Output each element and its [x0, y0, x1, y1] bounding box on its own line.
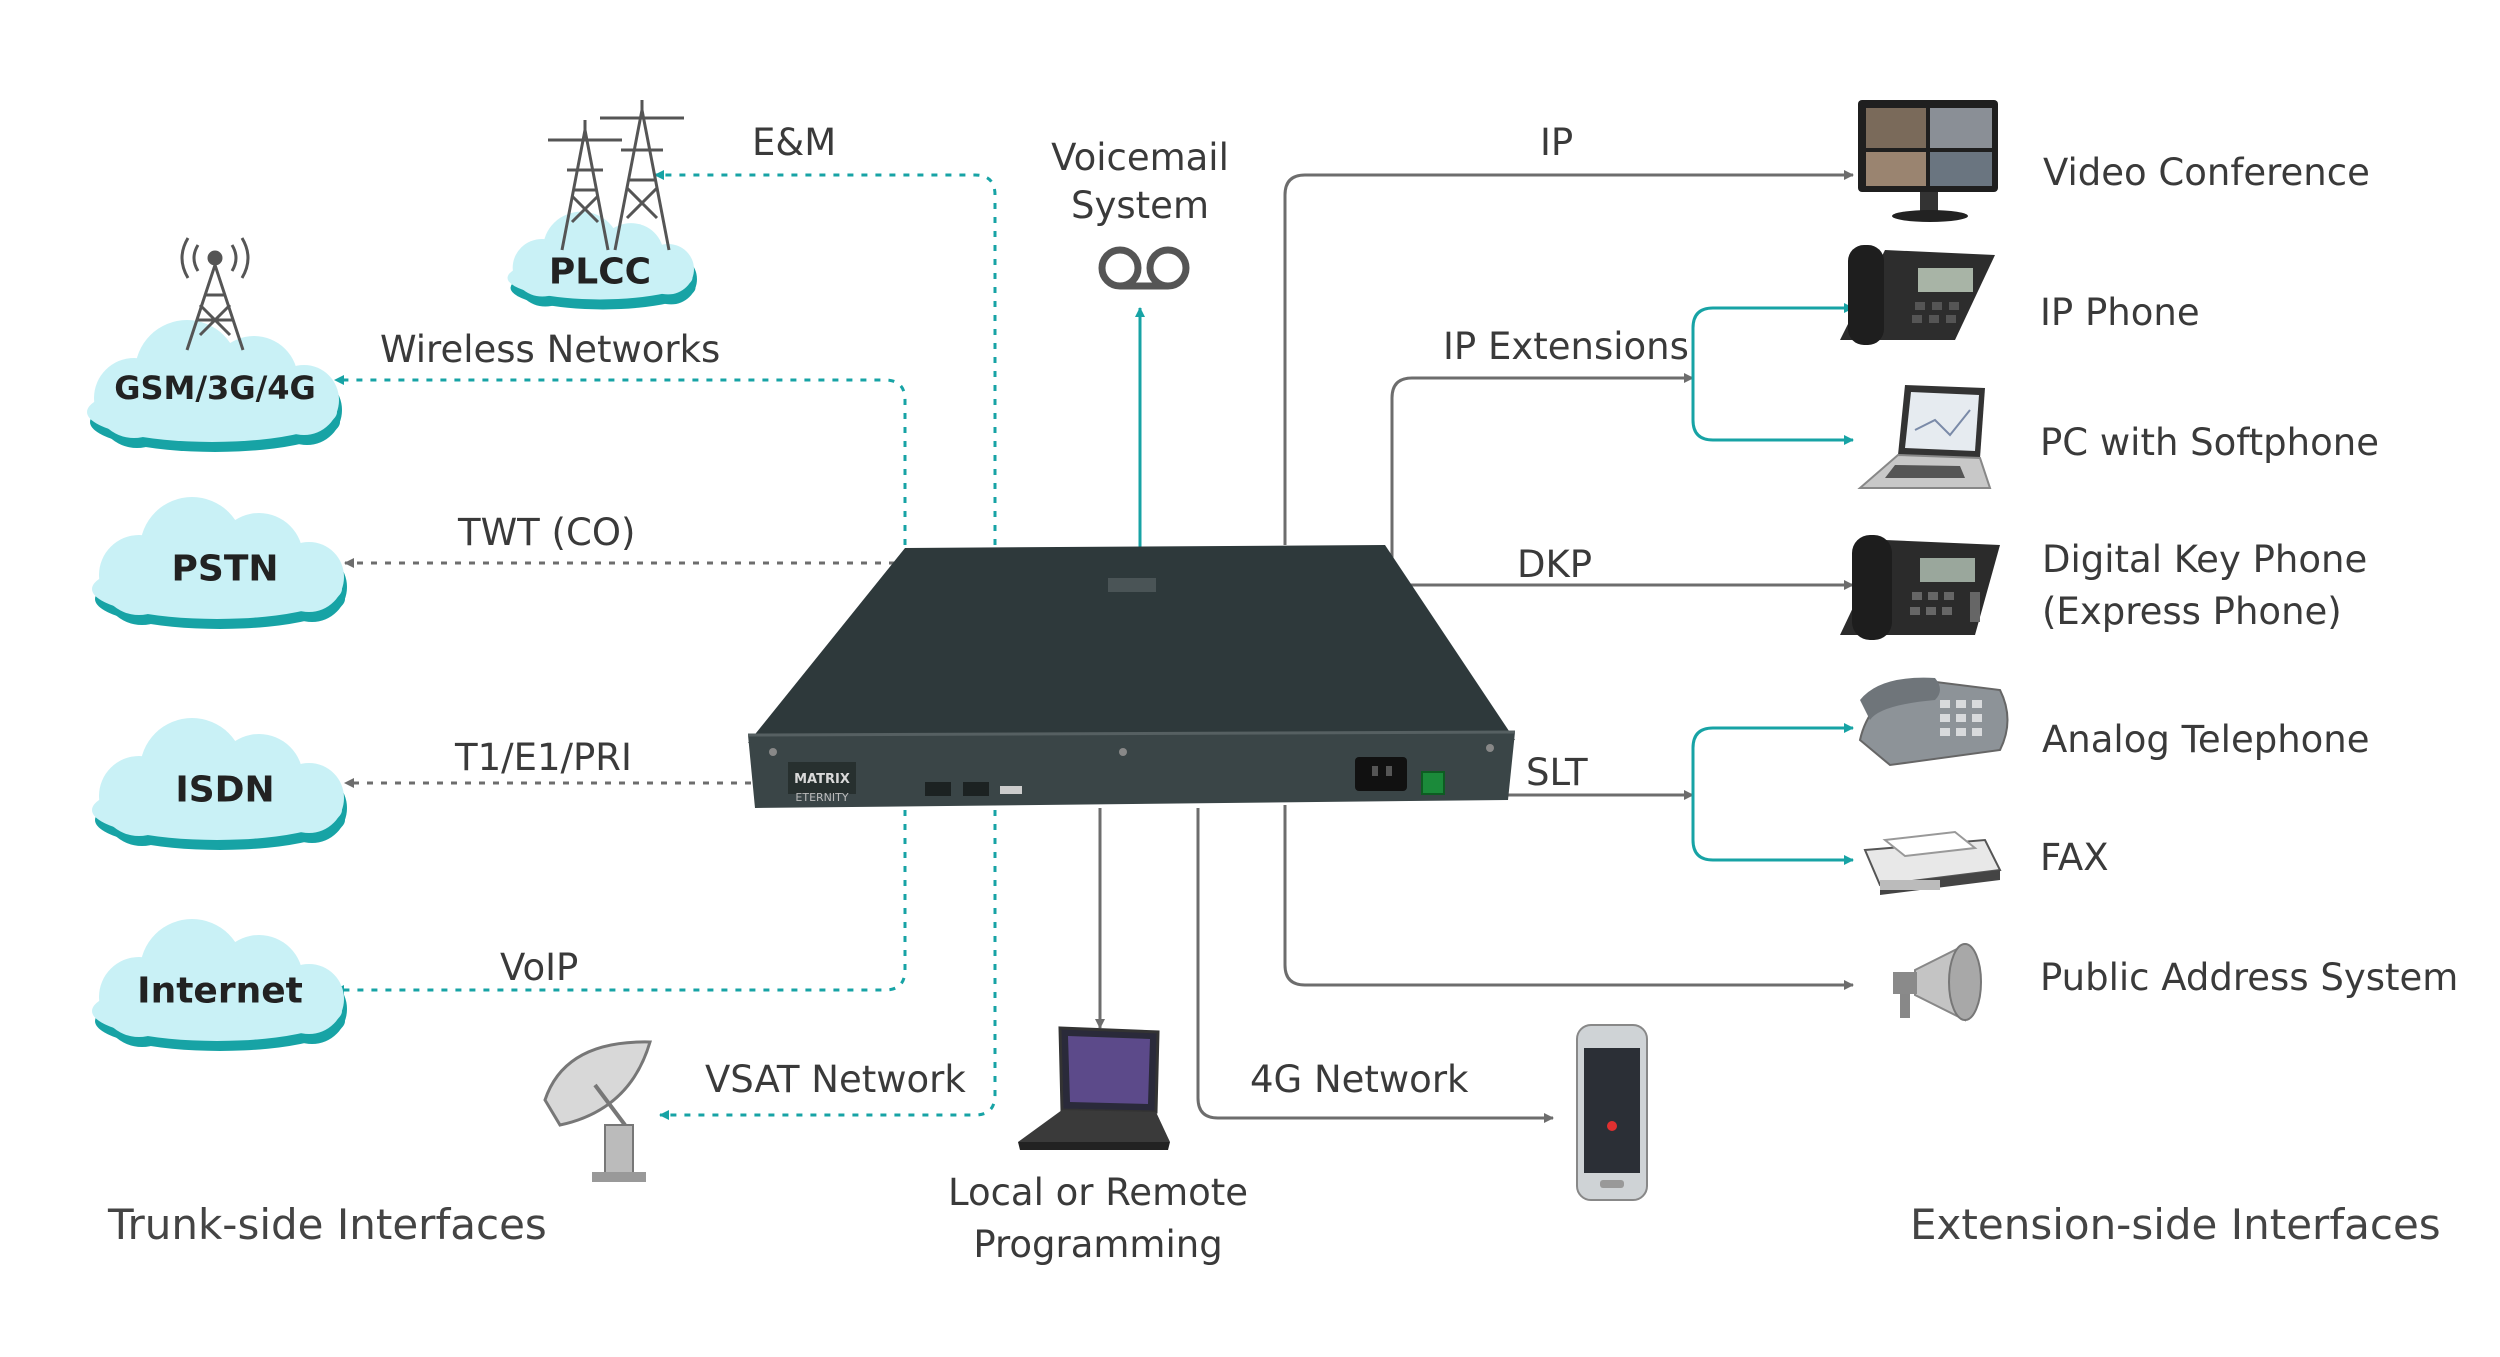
link-label-t1: T1/E1/PRI — [455, 736, 632, 779]
power-tower-icon — [548, 100, 684, 251]
ip-phone-icon — [1840, 245, 1995, 345]
laptop-softphone-icon — [1857, 385, 1992, 489]
model-text: ETERNITY — [795, 791, 848, 804]
link-label-em: E&M — [752, 121, 837, 164]
pbx-device — [747, 545, 1516, 808]
link-label-ip: IP — [1540, 121, 1574, 164]
power-socket-icon — [1355, 757, 1407, 791]
device-label-pa: Public Address System — [2040, 956, 2459, 999]
fax-icon — [1863, 830, 2002, 895]
video-conference-icon — [1858, 100, 1998, 222]
device-label-video: Video Conference — [2043, 151, 2370, 194]
link-label-ip-extensions: IP Extensions — [1443, 325, 1689, 368]
voicemail-label-line1: Voicemail — [1051, 136, 1229, 179]
trunk-connectors — [334, 170, 997, 1120]
footer-extension-side: Extension-side Interfaces — [1910, 1200, 2441, 1249]
programming-label-line2: Programming — [973, 1223, 1223, 1266]
device-label-analog: Analog Telephone — [2042, 718, 2370, 761]
cloud-label-internet: Internet — [137, 970, 303, 1012]
network-4g-connector — [1196, 808, 1554, 1123]
lan-port-icon — [925, 782, 951, 796]
pa-speaker-icon — [1893, 943, 1982, 1022]
cell-tower-icon — [180, 237, 250, 351]
device-label-dkp-line1: Digital Key Phone — [2042, 538, 2368, 581]
device-label-dkp-line2: (Express Phone) — [2042, 590, 2342, 633]
smartphone-icon — [1576, 1024, 1648, 1201]
digital-key-phone-icon — [1840, 535, 2000, 640]
link-label-dkp: DKP — [1517, 543, 1593, 586]
link-label-twt: TWT (CO) — [458, 511, 636, 554]
power-switch-icon — [1421, 771, 1445, 795]
cloud-label-pstn: PSTN — [171, 548, 279, 590]
device-label-fax: FAX — [2040, 836, 2109, 879]
satellite-dish-icon — [543, 1040, 652, 1182]
link-label-voip: VoIP — [500, 946, 579, 989]
brand-text: MATRIX — [794, 772, 850, 787]
footer-trunk-side: Trunk-side Interfaces — [108, 1200, 547, 1249]
analog-telephone-icon — [1858, 677, 2009, 767]
cloud-label-isdn: ISDN — [175, 769, 275, 811]
device-label-ip-phone: IP Phone — [2040, 291, 2200, 334]
lan-port-icon — [963, 782, 989, 796]
brand-plate — [788, 762, 856, 794]
device-top-label — [1108, 578, 1156, 592]
link-label-vsat: VSAT Network — [705, 1058, 966, 1101]
usb-port-icon — [1000, 786, 1022, 794]
link-label-4g: 4G Network — [1250, 1058, 1469, 1101]
link-label-slt: SLT — [1526, 751, 1588, 794]
voicemail-icon — [1098, 246, 1190, 290]
device-label-pc-softphone: PC with Softphone — [2040, 421, 2379, 464]
voicemail-label-line2: System — [1071, 184, 1209, 227]
laptop-icon — [1018, 1026, 1170, 1150]
programming-label-line1: Local or Remote — [947, 1171, 1249, 1214]
extension-connectors — [1283, 170, 1854, 990]
link-label-wireless: Wireless Networks — [380, 328, 721, 371]
cloud-label-gsm: GSM/3G/4G — [114, 369, 316, 407]
cloud-label-plcc: PLCC — [548, 251, 652, 293]
